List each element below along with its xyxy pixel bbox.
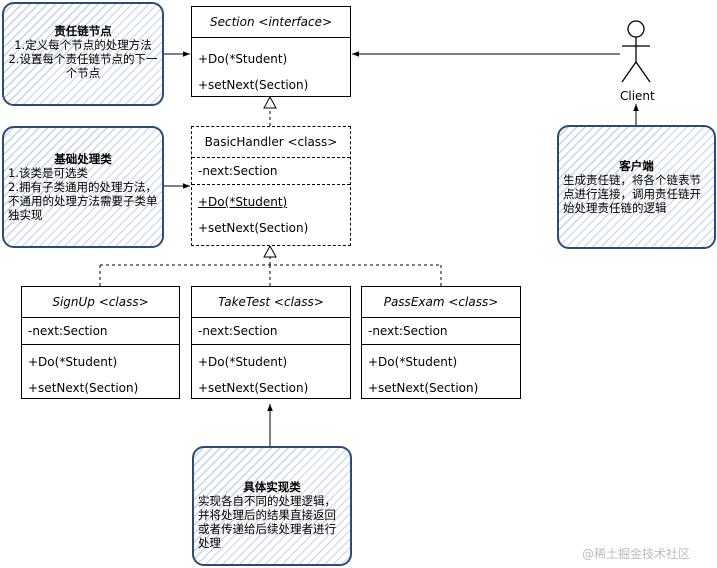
- class-signup: SignUp <class> -next:Section +Do(*Studen…: [21, 286, 180, 399]
- client-actor-label: Client: [620, 89, 655, 103]
- note-base-handler-title: 基础处理类: [54, 152, 112, 166]
- class-passexam-method-setnext: +setNext(Section): [368, 381, 479, 395]
- class-taketest: TakeTest <class> -next:Section +Do(*Stud…: [191, 286, 351, 399]
- class-signup-method-do: +Do(*Student): [28, 355, 118, 369]
- class-section-method-do: +Do(*Student): [198, 52, 288, 66]
- class-taketest-name: TakeTest <class>: [192, 287, 350, 318]
- note-client-body: 生成责任链，将各个链表节点进行连接，调用责任链开始处理责任链的逻辑: [563, 173, 701, 215]
- note-client-title: 客户端: [619, 159, 654, 173]
- class-taketest-method-setnext: +setNext(Section): [198, 381, 309, 395]
- note-concrete-body: 实现各自不同的处理逻辑，并将处理后的结果直接返回或者传递给后续处理者进行处理: [198, 494, 336, 550]
- class-passexam-name: PassExam <class>: [362, 287, 520, 318]
- class-taketest-method-do: +Do(*Student): [198, 355, 288, 369]
- client-actor-icon: [621, 20, 651, 83]
- note-base-handler: 基础处理类 1.该类是可选类 2.拥有子类通用的处理方法，不通用的处理方法需要子…: [2, 126, 164, 248]
- class-basic-handler: BasicHandler <class> -next:Section +Do(*…: [191, 126, 351, 246]
- class-section-method-setnext: +setNext(Section): [198, 78, 309, 92]
- class-signup-name: SignUp <class>: [22, 287, 179, 318]
- note-chain-node-line2: 2.设置每个责任链节点的下一个节点: [8, 52, 158, 80]
- note-chain-node-line1: 1.定义每个节点的处理方法: [14, 38, 152, 52]
- class-passexam-method-do: +Do(*Student): [368, 355, 458, 369]
- note-chain-node-title: 责任链节点: [54, 24, 112, 38]
- class-section-name: Section <interface>: [192, 7, 350, 38]
- note-base-handler-line2: 2.拥有子类通用的处理方法，不通用的处理方法需要子类单独实现: [8, 180, 158, 222]
- class-taketest-field: -next:Section: [198, 324, 278, 338]
- class-basic-handler-name: BasicHandler <class>: [192, 127, 350, 158]
- class-signup-method-setnext: +setNext(Section): [28, 381, 139, 395]
- class-basic-handler-method-do: +Do(*Student): [198, 195, 288, 209]
- note-base-handler-line1: 1.该类是可选类: [8, 166, 88, 180]
- class-signup-field: -next:Section: [28, 324, 108, 338]
- note-chain-node: 责任链节点 1.定义每个节点的处理方法 2.设置每个责任链节点的下一个节点: [2, 2, 164, 106]
- class-section: Section <interface> +Do(*Student) +setNe…: [191, 6, 351, 97]
- class-basic-handler-method-setnext: +setNext(Section): [198, 221, 309, 235]
- watermark: @稀土掘金技术社区: [582, 547, 691, 561]
- class-passexam-field: -next:Section: [368, 324, 448, 338]
- inheritance-triangle-basic: [263, 244, 277, 258]
- realization-triangle-section: [263, 95, 277, 109]
- class-passexam: PassExam <class> -next:Section +Do(*Stud…: [361, 286, 521, 399]
- class-basic-handler-field: -next:Section: [198, 164, 278, 178]
- note-client: 客户端 生成责任链，将各个链表节点进行连接，调用责任链开始处理责任链的逻辑: [557, 125, 716, 249]
- note-concrete: 具体实现类 实现各自不同的处理逻辑，并将处理后的结果直接返回或者传递给后续处理者…: [192, 446, 352, 566]
- note-concrete-title: 具体实现类: [243, 480, 301, 494]
